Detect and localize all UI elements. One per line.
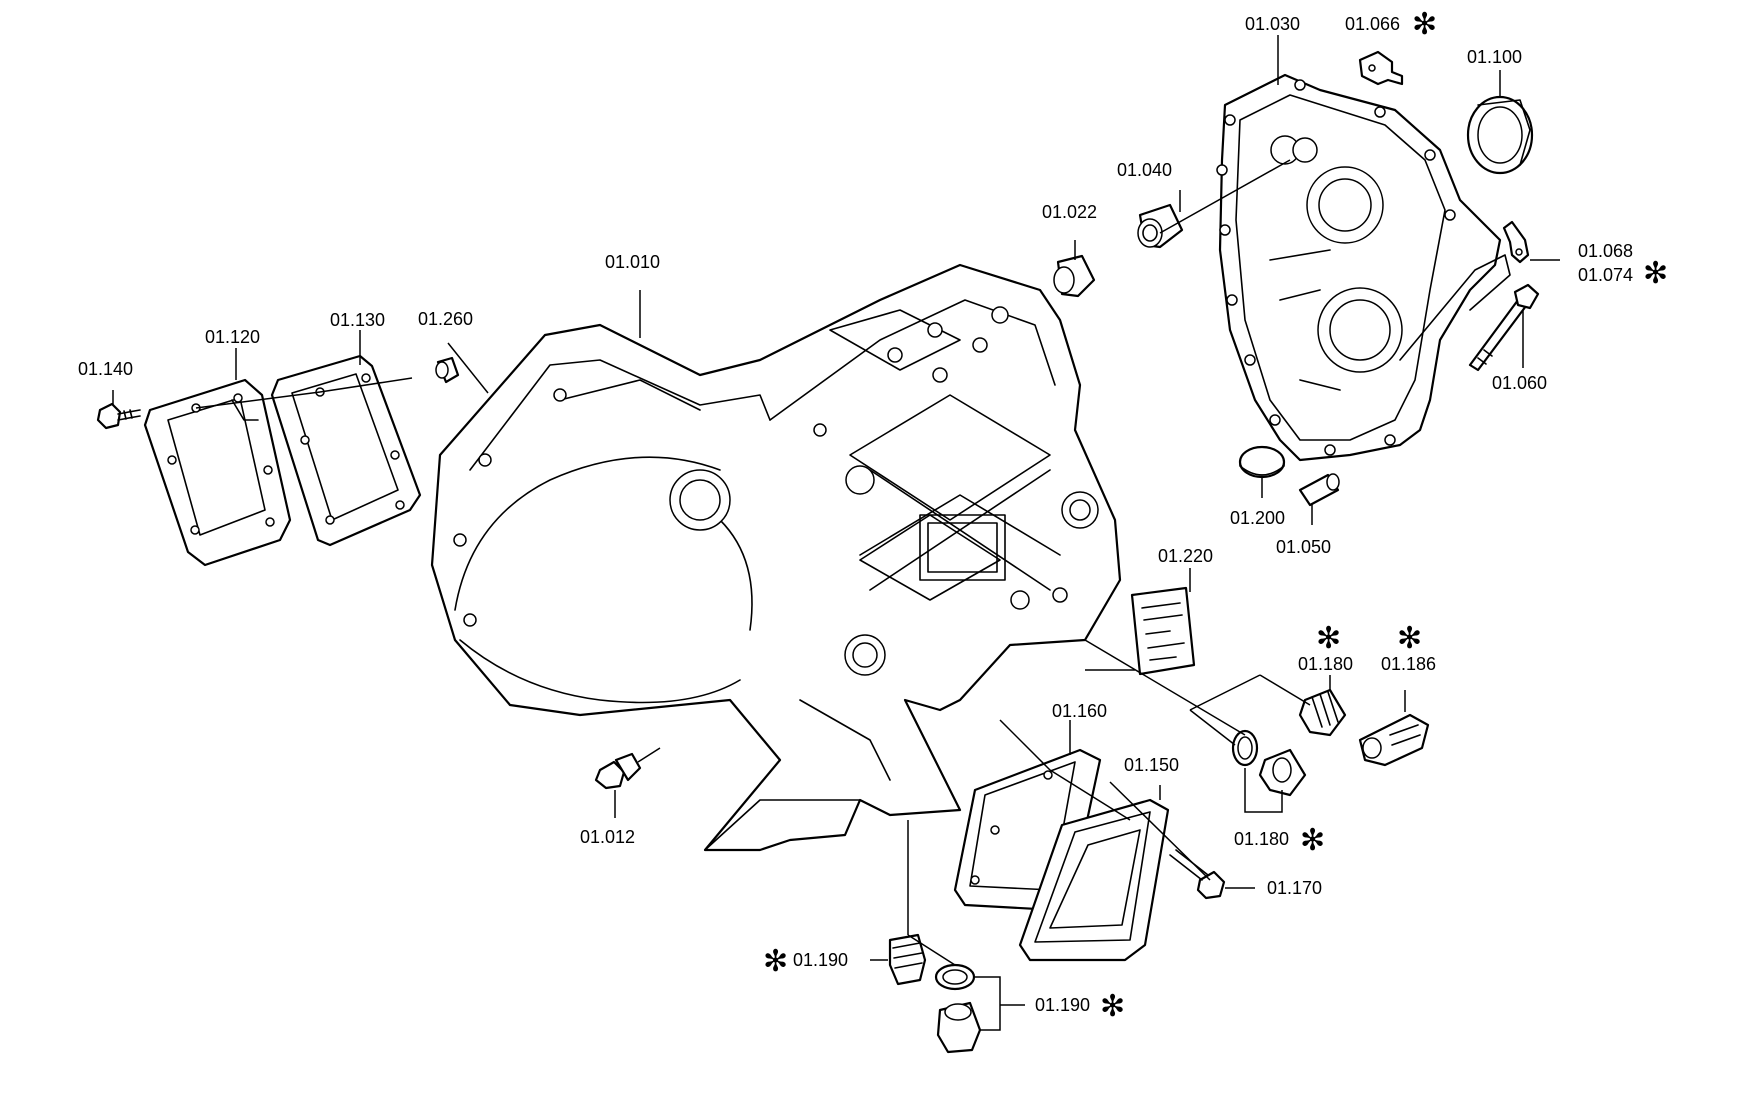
plug-01180-lower bbox=[1231, 729, 1307, 797]
cover-plate-01120 bbox=[143, 378, 292, 567]
label-01186: 01.186 bbox=[1381, 654, 1436, 674]
label-01170: 01.170 bbox=[1267, 878, 1322, 898]
asterisk-markers: ✻ ✻ ✻ ✻ ✻ ✻ ✻ bbox=[763, 8, 1668, 1023]
label-01074: 01.074 bbox=[1578, 265, 1633, 285]
bushing-01022 bbox=[1053, 254, 1096, 298]
label-01040: 01.040 bbox=[1117, 160, 1172, 180]
label-01140: 01.140 bbox=[78, 359, 133, 379]
plug-01012 bbox=[594, 752, 642, 790]
label-01160: 01.160 bbox=[1052, 701, 1107, 721]
label-01190-bottom: 01.190 bbox=[1035, 995, 1090, 1015]
marker-01186: ✻ bbox=[1397, 622, 1422, 655]
gasket-01130 bbox=[270, 354, 422, 547]
marker-01180-upper: ✻ bbox=[1316, 622, 1341, 655]
label-01068: 01.068 bbox=[1578, 241, 1633, 261]
bolt-01060 bbox=[1468, 283, 1540, 372]
callout-labels: 01.010 01.012 01.022 01.030 01.040 01.05… bbox=[78, 14, 1633, 1015]
clip-01068 bbox=[1502, 220, 1530, 264]
gearbox-housing bbox=[430, 263, 1122, 852]
label-01022: 01.022 bbox=[1042, 202, 1097, 222]
marker-01190-left: ✻ bbox=[763, 945, 788, 978]
label-01150: 01.150 bbox=[1124, 755, 1179, 775]
label-01200: 01.200 bbox=[1230, 508, 1285, 528]
label-01190-left: 01.190 bbox=[793, 950, 848, 970]
marker-01190-bottom: ✻ bbox=[1100, 990, 1125, 1023]
type-plate-01220 bbox=[1130, 586, 1196, 676]
label-01066: 01.066 bbox=[1345, 14, 1400, 34]
label-01220: 01.220 bbox=[1158, 546, 1213, 566]
rear-cover bbox=[1216, 73, 1511, 462]
bracket-01066 bbox=[1358, 50, 1404, 86]
label-01180-upper: 01.180 bbox=[1298, 654, 1353, 674]
marker-01180-lower: ✻ bbox=[1300, 824, 1325, 857]
label-01260: 01.260 bbox=[418, 309, 473, 329]
bolt-01140 bbox=[96, 402, 141, 430]
label-01050: 01.050 bbox=[1276, 537, 1331, 557]
seal-ring-01100 bbox=[1466, 95, 1534, 175]
washer-01186 bbox=[1358, 713, 1430, 767]
bush-01260 bbox=[435, 356, 460, 384]
bolt-01170 bbox=[1169, 849, 1226, 900]
cover-plate-01150 bbox=[1018, 798, 1170, 962]
marker-01066: ✻ bbox=[1412, 8, 1437, 41]
label-01010: 01.010 bbox=[605, 252, 660, 272]
plug-01180-upper bbox=[1298, 688, 1347, 737]
plug-01190-left bbox=[888, 933, 927, 986]
label-01030: 01.030 bbox=[1245, 14, 1300, 34]
label-01060: 01.060 bbox=[1492, 373, 1547, 393]
label-01100: 01.100 bbox=[1467, 47, 1522, 67]
marker-01074: ✻ bbox=[1643, 257, 1668, 290]
label-01180-lower: 01.180 bbox=[1234, 829, 1289, 849]
sleeve-01040 bbox=[1137, 203, 1184, 249]
label-01012: 01.012 bbox=[580, 827, 635, 847]
label-01130: 01.130 bbox=[330, 310, 385, 330]
disc-01200 bbox=[1238, 445, 1286, 479]
pin-01050 bbox=[1298, 473, 1340, 507]
plug-01190-bottom bbox=[934, 963, 982, 1054]
leader-lines bbox=[112, 35, 1560, 1031]
label-01120: 01.120 bbox=[205, 327, 260, 347]
